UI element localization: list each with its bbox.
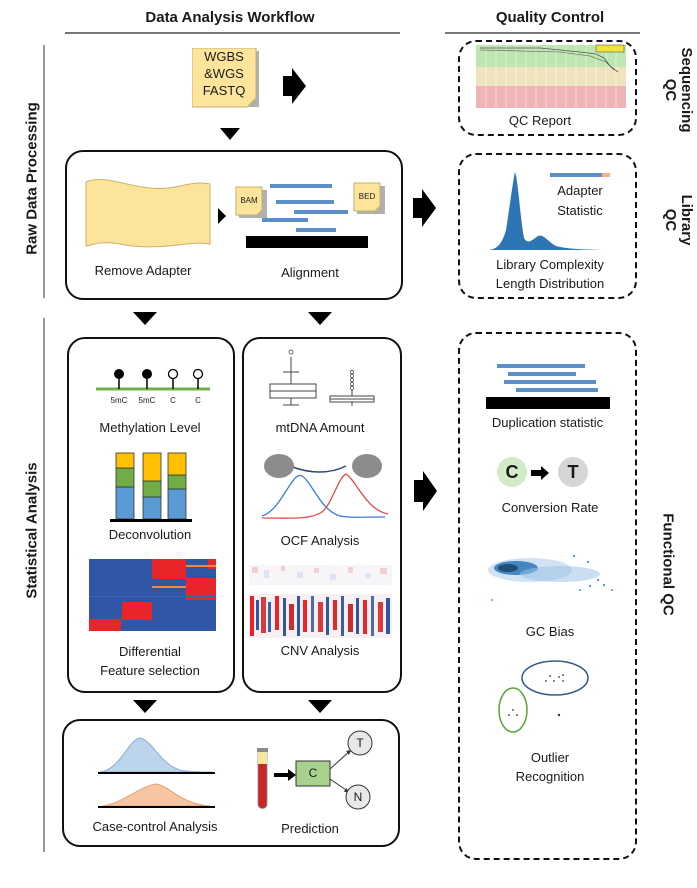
conversion-c-label: C — [505, 462, 519, 482]
alignment-label: Alignment — [281, 265, 339, 280]
outlier-recognition-label: Outlier Recognition — [480, 748, 620, 786]
fastq-file-icon: WGBS &WGS FASTQ — [192, 48, 262, 110]
workflow-header: Data Analysis Workflow — [145, 9, 315, 26]
arrow-input-down — [220, 128, 240, 140]
site-label-2: 5mC — [138, 396, 156, 405]
library-qc-line2: QC — [662, 208, 679, 232]
bed-tag-label: BED — [358, 192, 376, 201]
library-complexity-label: Library Complexity Length Distribution — [470, 255, 630, 293]
sequencing-qc-label: Sequencing QC — [662, 40, 695, 140]
functional-qc-box — [458, 332, 637, 860]
conversion-t-label: T — [567, 462, 579, 482]
differential-line2: Feature selection — [100, 663, 200, 678]
arrow-stat-to-functional — [414, 471, 437, 511]
duplication-label: Duplication statistic — [491, 415, 604, 430]
site-label-4: C — [195, 396, 201, 405]
node-n-label: N — [353, 790, 363, 804]
library-qc-label: Library QC — [662, 170, 695, 270]
outlier-line2: Recognition — [515, 769, 585, 784]
sequencing-qc-line2: QC — [662, 78, 679, 102]
node-t-label: T — [356, 736, 364, 750]
arrow-raw-down-right — [308, 312, 332, 325]
site-label-3: C — [170, 396, 176, 405]
differential-label: Differential Feature selection — [70, 642, 230, 680]
classifier-label: C — [308, 766, 318, 780]
outlier-line1: Outlier — [530, 750, 570, 765]
arrow-raw-down-left — [133, 312, 157, 325]
functional-qc-label: Functional QC — [659, 513, 677, 616]
mtdna-amount-label: mtDNA Amount — [275, 420, 365, 435]
library-complexity-line: Library Complexity — [496, 257, 604, 272]
library-qc-line1: Library — [678, 194, 695, 246]
methylation-level-label: Methylation Level — [99, 420, 201, 435]
arrow-right-down — [308, 700, 332, 713]
fastq-line-1: WGBS — [204, 49, 244, 64]
cnv-analysis-label: CNV Analysis — [280, 643, 360, 658]
adapter-statistic-label: Adapter Statistic — [540, 181, 620, 221]
qc-header: Quality Control — [495, 9, 605, 26]
gc-bias-label: GC Bias — [525, 624, 575, 639]
sequencing-qc-line1: Sequencing — [678, 47, 695, 133]
deconvolution-label: Deconvolution — [108, 527, 192, 542]
arrow-input-to-qc — [283, 68, 306, 104]
remove-adapter-label: Remove Adapter — [94, 263, 192, 278]
bam-tag-label: BAM — [240, 196, 258, 205]
site-label-1: 5mC — [110, 396, 128, 405]
ocf-analysis-label: OCF Analysis — [280, 533, 360, 548]
case-control-label: Case-control Analysis — [92, 819, 218, 834]
stat-left-box — [67, 337, 235, 693]
length-distribution-line: Length Distribution — [495, 276, 605, 291]
fastq-file-shape — [192, 48, 259, 108]
raw-data-processing-label: Raw Data Processing — [23, 102, 41, 255]
prediction-label: Prediction — [281, 821, 339, 836]
statistical-analysis-label: Statistical Analysis — [23, 462, 41, 599]
adapter-line2: Statistic — [557, 203, 603, 218]
conversion-rate-label: Conversion Rate — [501, 500, 599, 515]
qc-report-label: QC Report — [508, 113, 572, 128]
stat-right-box — [242, 337, 402, 693]
differential-line1: Differential — [119, 644, 181, 659]
fastq-line-3: FASTQ — [202, 83, 246, 98]
arrow-raw-to-libqc — [413, 189, 436, 227]
fastq-file-text: WGBS &WGS FASTQ — [192, 48, 256, 99]
arrow-left-down — [133, 700, 157, 713]
fastq-line-2: &WGS — [204, 66, 244, 81]
adapter-line1: Adapter — [557, 183, 603, 198]
